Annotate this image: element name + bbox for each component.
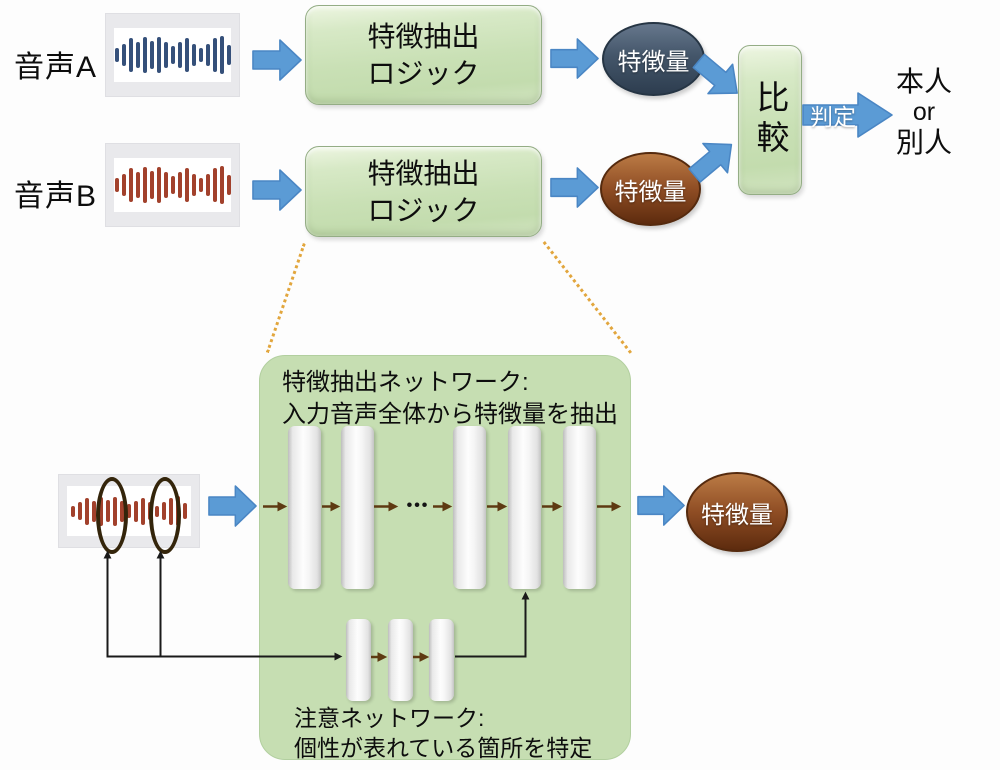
waveform-bar <box>92 500 96 522</box>
feature-layer-2 <box>341 426 374 589</box>
waveform-bar <box>205 174 210 196</box>
waveform-bar <box>219 166 224 204</box>
layers-ellipsis: ••• <box>406 497 430 514</box>
result-text: 本人 or 別人 <box>880 66 968 158</box>
voice-b-label: 音声B <box>14 180 98 213</box>
feature-layer-3 <box>453 426 486 589</box>
waveform-bar <box>177 42 182 68</box>
attention-circle-2-icon <box>149 477 181 554</box>
feature-logic-box-b: 特徴抽出 ロジック <box>305 146 542 237</box>
waveform-bar <box>184 168 189 202</box>
feature-layer-5 <box>563 426 596 589</box>
arrow-input-to-network-icon <box>208 483 257 529</box>
waveform-bar <box>141 497 145 525</box>
waveform-bar <box>134 500 138 522</box>
waveform-bar <box>183 503 187 519</box>
feature-layer-4 <box>508 426 541 589</box>
waveform-bar <box>121 44 126 66</box>
feature-network-title-line2: 入力音声全体から特徴量を抽出 <box>282 401 618 428</box>
waveform-b-icon <box>105 143 240 227</box>
feature-vector-b-ellipse: 特徴量 <box>600 152 701 226</box>
compare-label: 比較 <box>752 80 789 160</box>
attention-network-title: 注意ネットワーク: 個性が表れている箇所を特定 <box>294 703 592 763</box>
judgement-label: 判定 <box>810 104 856 130</box>
waveform-bar <box>149 171 154 199</box>
arrow-logic-a-to-feature-icon <box>550 36 599 81</box>
zoom-seam-left <box>266 243 306 353</box>
feature-logic-b-line1: 特徴抽出 <box>367 157 480 189</box>
waveform-bar <box>156 37 161 73</box>
feature-logic-box-a: 特徴抽出 ロジック <box>305 5 542 105</box>
result-same-person: 本人 <box>895 66 952 97</box>
feature-logic-b-line2: ロジック <box>367 194 480 226</box>
feature-logic-a-line2: ロジック <box>367 58 480 89</box>
feature-logic-a-line1: 特徴抽出 <box>367 21 480 52</box>
waveform-bar <box>142 167 147 203</box>
arrow-voice-a-to-logic-icon <box>252 37 302 83</box>
arrow-logic-b-to-feature-icon <box>550 165 599 210</box>
waveform-bar <box>219 36 224 74</box>
attention-layer-2 <box>388 619 413 701</box>
waveform-bar <box>85 497 89 525</box>
judgement-arrow-icon: 判定 <box>802 91 894 139</box>
attention-circle-1-icon <box>96 477 128 554</box>
waveform-bar <box>198 48 203 62</box>
feature-vector-b-label: 特徴量 <box>614 178 687 206</box>
waveform-bar <box>121 174 126 196</box>
waveform-bar <box>170 176 175 194</box>
waveform-bar <box>149 41 154 69</box>
waveform-a-inner <box>114 28 231 82</box>
waveform-bar <box>128 168 133 202</box>
feature-vector-output-label: 特徴量 <box>701 501 773 529</box>
waveform-a-bars <box>114 36 231 74</box>
zoom-seam-right <box>542 241 633 354</box>
waveform-b-inner <box>114 158 231 212</box>
waveform-bar <box>212 38 217 72</box>
arrow-voice-b-to-logic-icon <box>252 167 302 213</box>
arrow-network-to-feature-icon <box>637 483 685 528</box>
waveform-bar <box>212 168 217 202</box>
waveform-a-icon <box>105 13 240 97</box>
feature-vector-a-label: 特徴量 <box>617 48 690 76</box>
attention-network-title-line1: 注意ネットワーク: <box>294 705 485 731</box>
waveform-bar <box>78 502 82 520</box>
waveform-bar <box>156 167 161 203</box>
feature-layer-1 <box>288 426 321 589</box>
waveform-bar <box>205 44 210 66</box>
waveform-bar <box>114 178 119 192</box>
waveform-bar <box>142 37 147 73</box>
attention-layer-1 <box>346 619 371 701</box>
arrow-feature-a-to-compare-icon <box>684 43 752 110</box>
waveform-b-bars <box>114 166 231 204</box>
waveform-bar <box>163 172 168 198</box>
voice-a-label: 音声A <box>14 51 98 84</box>
waveform-bar <box>71 505 75 517</box>
feature-network-title: 特徴抽出ネットワーク: 入力音声全体から特徴量を抽出 <box>282 366 618 431</box>
waveform-bar <box>226 175 231 195</box>
waveform-bar <box>191 174 196 196</box>
feature-network-title-line1: 特徴抽出ネットワーク: <box>282 369 529 396</box>
waveform-bar <box>191 44 196 66</box>
result-different-person: 別人 <box>895 127 952 158</box>
waveform-bar <box>127 504 131 518</box>
waveform-bar <box>226 45 231 65</box>
waveform-bar <box>114 48 119 62</box>
waveform-bar <box>128 38 133 72</box>
feature-vector-output-ellipse: 特徴量 <box>686 472 788 552</box>
waveform-bar <box>177 172 182 198</box>
network-detail-box: 特徴抽出ネットワーク: 入力音声全体から特徴量を抽出 ••• 注意ネットワーク:… <box>259 355 631 763</box>
attention-network-title-line2: 個性が表れている箇所を特定 <box>294 735 593 761</box>
waveform-bar <box>135 42 140 68</box>
waveform-bar <box>163 42 168 68</box>
waveform-bar <box>135 172 140 198</box>
arrow-feature-b-to-compare-icon <box>680 127 747 193</box>
feature-vector-a-ellipse: 特徴量 <box>602 22 705 96</box>
waveform-bar <box>184 38 189 72</box>
waveform-bar <box>170 46 175 64</box>
attention-layer-3 <box>429 619 454 701</box>
compare-box: 比較 <box>738 45 802 195</box>
waveform-bar <box>198 178 203 192</box>
result-or: or <box>912 98 936 126</box>
